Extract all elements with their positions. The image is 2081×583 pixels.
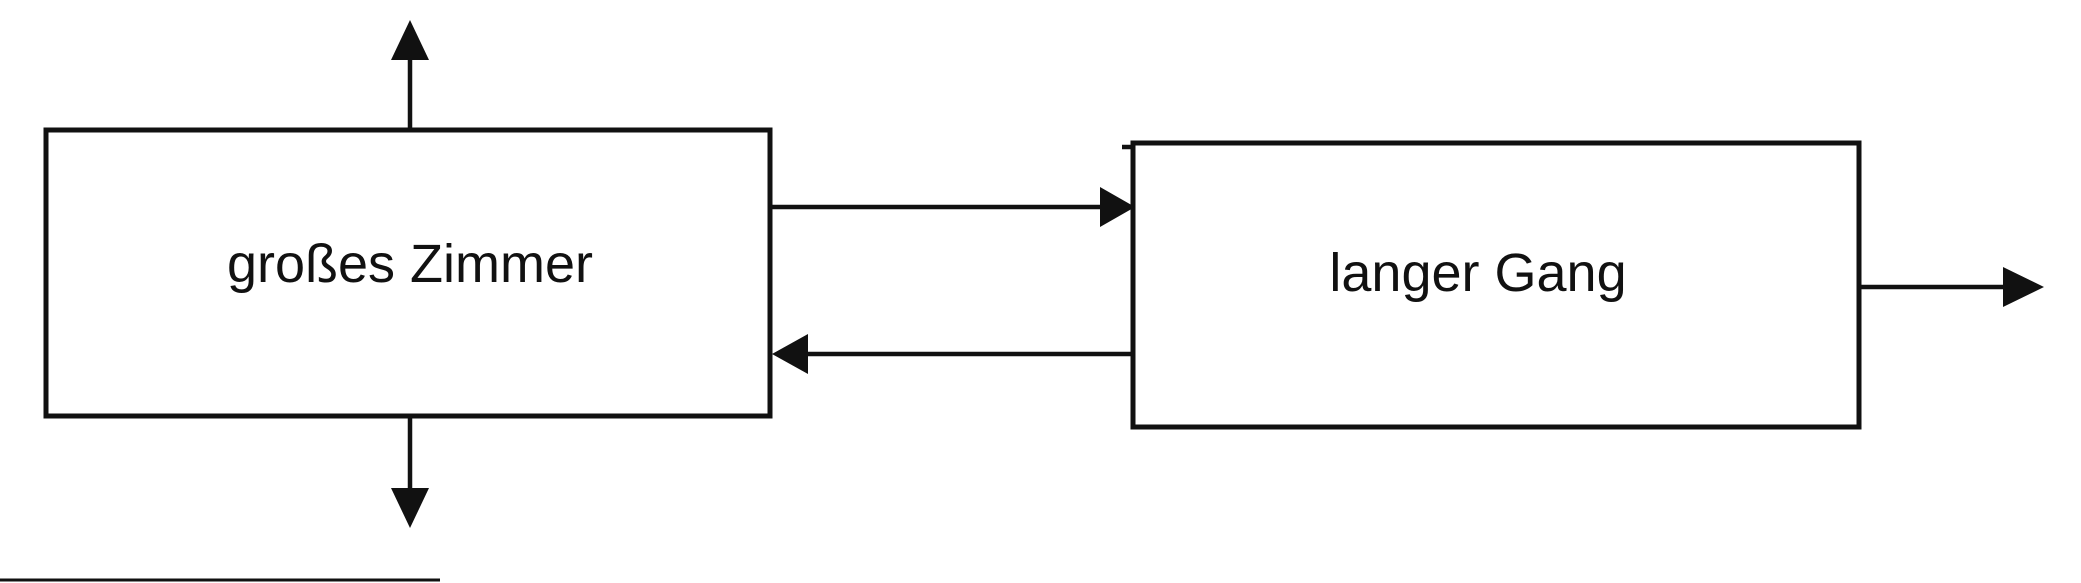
edge-grosses-zimmer-up [391,20,429,130]
edge-gang-right [1859,267,2044,307]
edge-grosses-zimmer-down [391,416,429,528]
node-grosses-zimmer: großes Zimmer [43,127,773,419]
grosses-zimmer-label: großes Zimmer [227,234,593,294]
edge-zimmer-to-gang [770,187,1135,227]
edge-right-arrowhead [2003,267,2044,307]
node-langer-gang: langer Gang [1122,140,1862,430]
edge-zimmer-to-gang-arrowhead [1100,187,1135,227]
edge-gang-to-zimmer-arrowhead [772,334,808,374]
langer-gang-label: langer Gang [1329,243,1626,303]
edge-gang-to-zimmer [772,334,1133,374]
edge-down-arrowhead [391,488,429,528]
edge-up-arrowhead [391,20,429,60]
